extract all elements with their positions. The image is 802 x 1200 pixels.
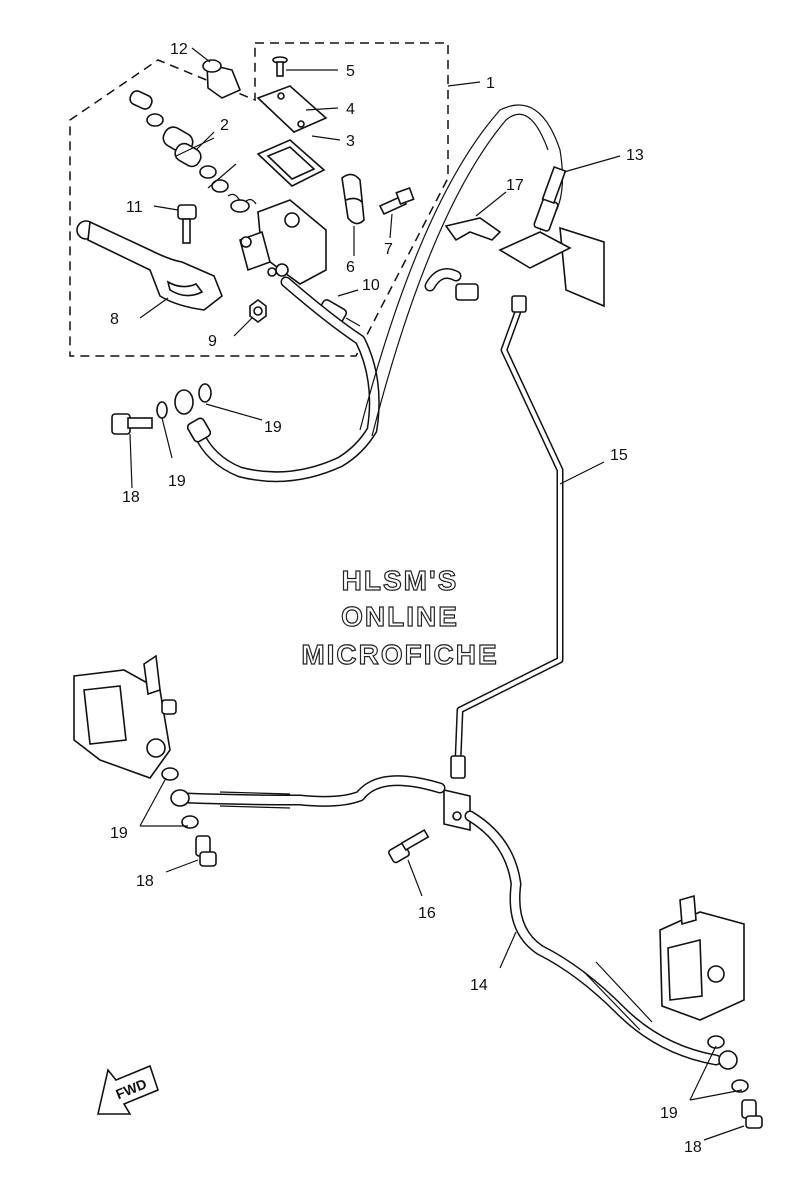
pipe-15-bottom-fitting bbox=[450, 755, 466, 779]
connector-switch-wire bbox=[424, 268, 479, 301]
part-9-nut bbox=[249, 299, 267, 323]
callout-1: 1 bbox=[486, 75, 495, 92]
joint-16 bbox=[443, 788, 471, 832]
part-4-cap bbox=[256, 85, 328, 133]
banjo-left bbox=[170, 789, 190, 807]
washer-19-left-a bbox=[161, 767, 179, 781]
bolt-18-top bbox=[111, 413, 153, 435]
master-cylinder-assembly-boundary bbox=[69, 42, 449, 357]
pipe-15-top-fitting bbox=[511, 295, 527, 313]
callout-4: 4 bbox=[346, 101, 355, 118]
callout-16: 16 bbox=[418, 905, 436, 922]
bolt-16 bbox=[388, 828, 430, 864]
washer-19-top-a bbox=[198, 383, 212, 403]
callout-8: 8 bbox=[110, 311, 119, 328]
part-3-diaphragm bbox=[256, 139, 326, 187]
callout-2: 2 bbox=[220, 117, 229, 134]
leader-lines bbox=[129, 47, 745, 1141]
callout-5: 5 bbox=[346, 63, 355, 80]
bolt-18-right bbox=[741, 1099, 763, 1129]
callout-6: 6 bbox=[346, 259, 355, 276]
washer-19-right-a bbox=[707, 1035, 725, 1049]
part-17-clamp bbox=[444, 217, 502, 242]
callout-10: 10 bbox=[362, 277, 380, 294]
callout-7: 7 bbox=[384, 241, 393, 258]
callout-12: 12 bbox=[170, 41, 188, 58]
banjo-right bbox=[718, 1050, 738, 1070]
callout-18-top: 18 bbox=[122, 489, 140, 506]
callout-18-left: 18 bbox=[136, 873, 154, 890]
callout-14: 14 bbox=[470, 977, 488, 994]
washer-19-right-b bbox=[731, 1079, 749, 1093]
callout-13: 13 bbox=[626, 147, 644, 164]
part-13-hose-end bbox=[533, 165, 567, 232]
watermark-line-1: HLSM'S bbox=[342, 565, 459, 596]
callout-17: 17 bbox=[506, 177, 524, 194]
part-5-screw bbox=[272, 56, 288, 77]
part-7-bolt bbox=[378, 186, 415, 216]
watermark-line-2: ONLINE bbox=[341, 601, 459, 632]
part-6-holder bbox=[341, 173, 365, 225]
watermark-line-3: MICROFICHE bbox=[301, 639, 498, 670]
part-1-master-cylinder-body bbox=[239, 199, 327, 285]
part-12-boot bbox=[202, 59, 242, 99]
callout-15: 15 bbox=[610, 447, 628, 464]
caliper-right bbox=[659, 894, 745, 1021]
washer-19-top-b bbox=[156, 401, 168, 419]
callout-19-right: 19 bbox=[660, 1105, 678, 1122]
callout-19-left: 19 bbox=[110, 825, 128, 842]
part-2-piston-kit bbox=[129, 90, 257, 213]
bolt-18-left bbox=[195, 835, 217, 867]
callout-3: 3 bbox=[346, 133, 355, 150]
part-11-bolt bbox=[177, 204, 197, 244]
banjo-fitting-top bbox=[174, 389, 212, 443]
callout-19-top-left: 19 bbox=[168, 473, 186, 490]
handlebar-bracket bbox=[498, 226, 605, 308]
part-8-lever bbox=[76, 220, 223, 311]
caliper-left bbox=[73, 654, 177, 779]
callout-11: 11 bbox=[126, 199, 143, 216]
washer-19-left-b bbox=[181, 815, 199, 829]
callout-19-top-right: 19 bbox=[264, 419, 282, 436]
fwd-arrow-icon: FWD bbox=[96, 1064, 159, 1115]
callout-18-right: 18 bbox=[684, 1139, 702, 1156]
callout-9: 9 bbox=[208, 333, 217, 350]
